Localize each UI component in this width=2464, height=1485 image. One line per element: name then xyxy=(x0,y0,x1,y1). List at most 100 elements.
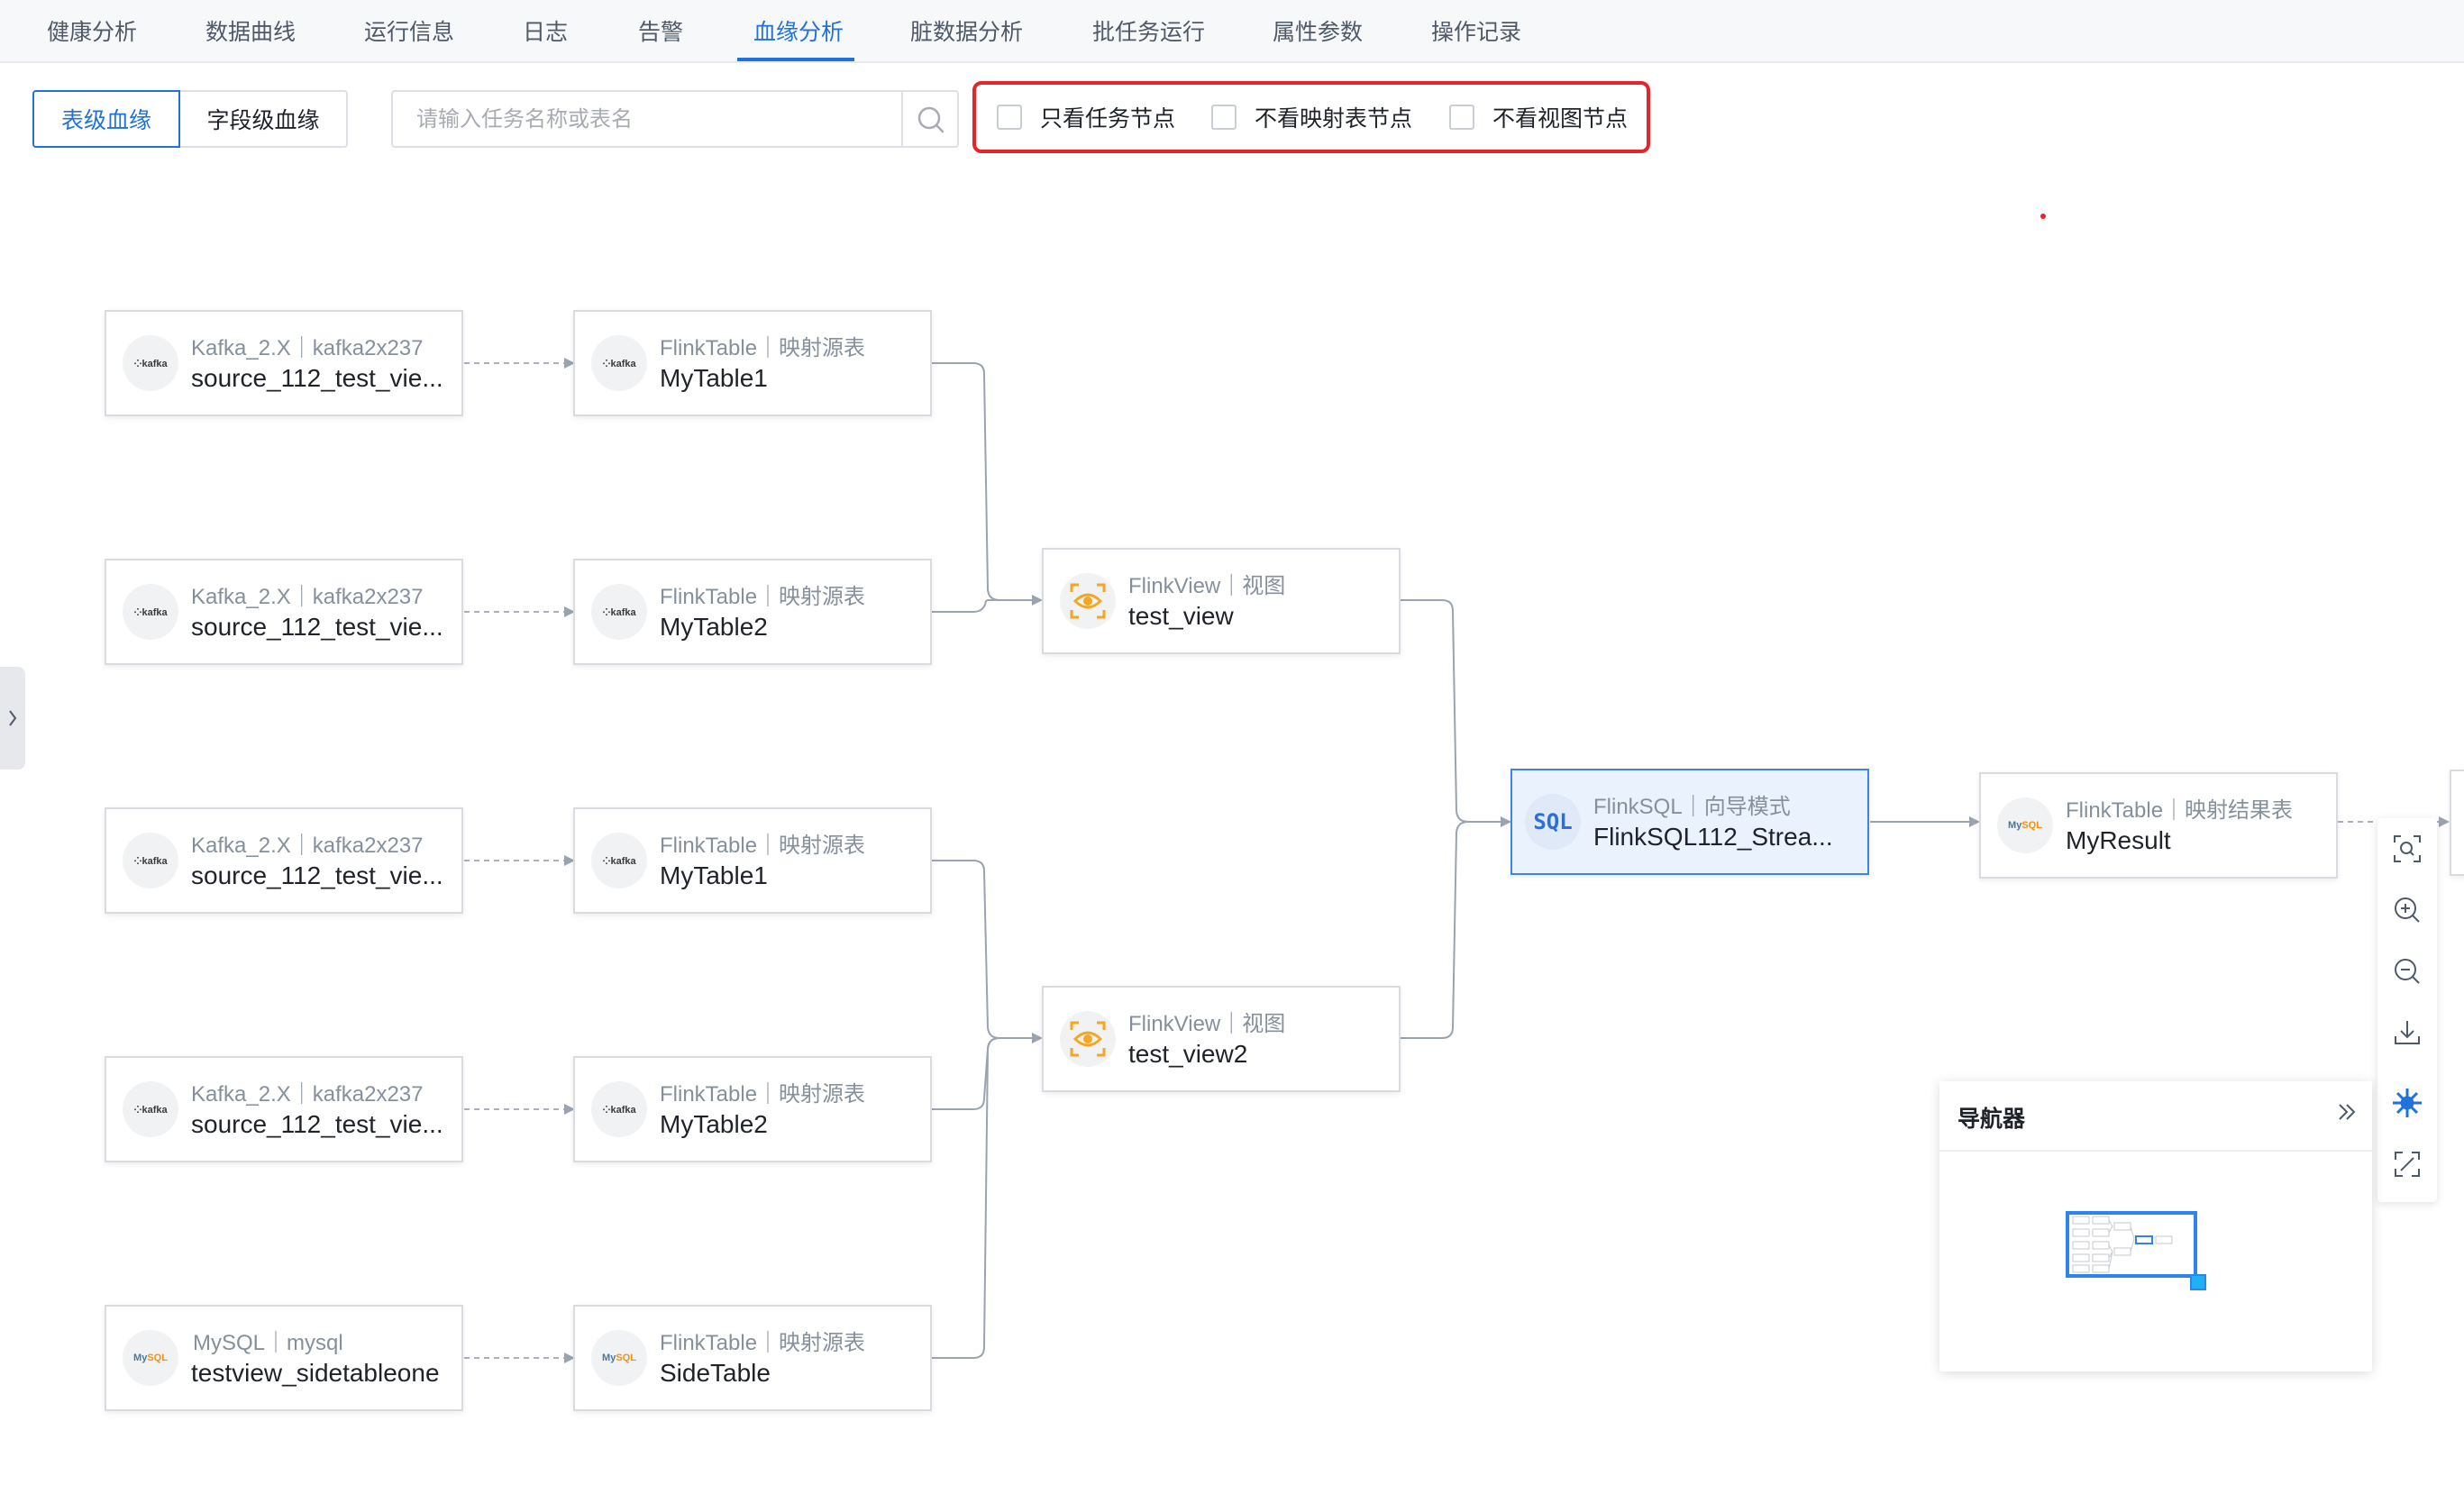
lineage-node-mapping-table[interactable]: ⁘kafka FlinkTable｜映射源表 MyTable2 xyxy=(573,1056,932,1162)
hide-view-nodes-checkbox[interactable]: 不看视图节点 xyxy=(1449,103,1638,135)
kafka-icon: ⁘kafka xyxy=(591,833,647,888)
tab-runtime-info[interactable]: 运行信息 xyxy=(364,20,455,45)
search-button[interactable] xyxy=(901,92,957,146)
fullscreen-button[interactable] xyxy=(2389,1146,2425,1182)
checkbox-label: 不看视图节点 xyxy=(1492,106,1629,132)
node-name: testview_sidetableone xyxy=(191,1359,440,1387)
tab-dirty-data-analysis[interactable]: 脏数据分析 xyxy=(910,20,1024,45)
node-subtitle: Kafka_2.X｜kafka2x237 xyxy=(191,336,424,360)
navigator-title: 导航器 xyxy=(1958,1107,2026,1132)
search-input[interactable] xyxy=(415,99,905,141)
download-button[interactable] xyxy=(2389,1015,2425,1051)
tab-data-curve[interactable]: 数据曲线 xyxy=(205,20,297,45)
lineage-node-source[interactable]: ⁘kafka Kafka_2.X｜kafka2x237 source_112_t… xyxy=(105,1056,463,1162)
node-name: source_112_test_vie... xyxy=(191,613,443,641)
sidebar-expand-handle[interactable] xyxy=(0,667,25,770)
focus-button[interactable] xyxy=(2389,831,2425,867)
node-subtitle: Kafka_2.X｜kafka2x237 xyxy=(191,834,424,858)
kafka-icon: ⁘kafka xyxy=(123,833,178,888)
lineage-node-source[interactable]: ⁘kafka Kafka_2.X｜kafka2x237 source_112_t… xyxy=(105,807,463,914)
download-icon xyxy=(2395,1021,2420,1044)
graph-toolbar xyxy=(2377,818,2437,1202)
checkbox-box[interactable] xyxy=(997,105,1022,130)
mysql-icon: MySQL xyxy=(1997,797,2053,853)
kafka-icon: ⁘kafka xyxy=(591,335,647,391)
tab-operation-records[interactable]: 操作记录 xyxy=(1431,20,1522,45)
cursor-dot xyxy=(2040,214,2046,219)
lineage-node-mapping-table[interactable]: ⁘kafka FlinkTable｜映射源表 MyTable1 xyxy=(573,807,932,914)
checkbox-box[interactable] xyxy=(1449,105,1474,130)
lineage-node-mapping-table[interactable]: ⁘kafka FlinkTable｜映射源表 MyTable2 xyxy=(573,559,932,665)
node-subtitle: FlinkTable｜映射源表 xyxy=(660,1331,866,1355)
edge xyxy=(932,1037,1000,1110)
tab-health-analysis[interactable]: 健康分析 xyxy=(47,20,138,45)
navigator-divider xyxy=(1939,1150,2372,1152)
chevron-right-icon xyxy=(9,710,17,726)
node-subtitle: FlinkTable｜映射源表 xyxy=(660,336,866,360)
node-name: SideTable xyxy=(660,1359,771,1387)
table-level-lineage-button[interactable]: 表级血缘 xyxy=(32,90,180,148)
lineage-node-source[interactable]: ⁘kafka Kafka_2.X｜kafka2x237 source_112_t… xyxy=(105,310,463,416)
search-icon xyxy=(917,106,945,133)
mysql-icon: MySQL xyxy=(123,1330,178,1386)
node-name: MyTable1 xyxy=(660,861,768,889)
hide-mapping-table-nodes-checkbox[interactable]: 不看映射表节点 xyxy=(1211,103,1428,135)
edge xyxy=(1401,599,1511,827)
lineage-node-view[interactable]: FlinkView｜视图 test_view xyxy=(1042,548,1401,654)
navigator-viewport[interactable] xyxy=(2066,1211,2197,1278)
node-subtitle: FlinkView｜视图 xyxy=(1128,1012,1286,1036)
lineage-node-mapping-table[interactable]: ⁘kafka FlinkTable｜映射源表 MyTable1 xyxy=(573,310,932,416)
tab-property-params[interactable]: 属性参数 xyxy=(1273,20,1364,45)
mysql-icon: MySQL xyxy=(591,1330,647,1386)
node-name: FlinkSQL112_Strea... xyxy=(1593,823,1833,851)
node-subtitle: FlinkTable｜映射源表 xyxy=(660,585,866,609)
edge xyxy=(932,860,1043,1043)
node-subtitle: FlinkSQL｜向导模式 xyxy=(1593,795,1791,819)
zoom-out-button[interactable] xyxy=(2389,953,2425,989)
lineage-node-mapping-table[interactable]: MySQL FlinkTable｜映射源表 SideTable xyxy=(573,1305,932,1411)
tab-log[interactable]: 日志 xyxy=(523,20,569,45)
checkbox-label: 只看任务节点 xyxy=(1040,106,1176,132)
only-task-nodes-checkbox[interactable]: 只看任务节点 xyxy=(997,103,1177,135)
lineage-node-sql-task[interactable]: SQL FlinkSQL｜向导模式 FlinkSQL112_Strea... xyxy=(1510,769,1869,875)
checkbox-box[interactable] xyxy=(1211,105,1237,130)
field-level-lineage-button[interactable]: 字段级血缘 xyxy=(178,90,348,148)
kafka-icon: ⁘kafka xyxy=(123,1081,178,1137)
node-name: test_view2 xyxy=(1128,1040,1248,1068)
tab-alert[interactable]: 告警 xyxy=(638,20,684,45)
navigator-panel: 导航器 xyxy=(1939,1081,2372,1371)
kafka-icon: ⁘kafka xyxy=(123,335,178,391)
navigator-collapse-button[interactable] xyxy=(2329,1094,2365,1130)
tab-bar: 健康分析 数据曲线 运行信息 日志 告警 血缘分析 脏数据分析 批任务运行 属性… xyxy=(0,0,2464,63)
fullscreen-icon xyxy=(2395,1152,2420,1177)
double-chevron-right-icon xyxy=(2339,1104,2356,1120)
lineage-node-result-table[interactable]: MySQL FlinkTable｜映射结果表 MyResult xyxy=(1979,772,2338,879)
layout-icon xyxy=(2393,1089,2422,1117)
view-icon xyxy=(1060,1011,1116,1067)
lineage-node-offscreen[interactable] xyxy=(2450,770,2464,876)
node-name: MyTable1 xyxy=(660,364,768,392)
node-name: source_112_test_vie... xyxy=(191,364,443,392)
zoom-in-button[interactable] xyxy=(2389,892,2425,928)
lineage-node-source[interactable]: ⁘kafka Kafka_2.X｜kafka2x237 source_112_t… xyxy=(105,559,463,665)
focus-icon xyxy=(2394,835,2421,862)
node-subtitle: FlinkTable｜映射源表 xyxy=(660,834,866,858)
node-subtitle: FlinkTable｜映射源表 xyxy=(660,1082,866,1107)
lineage-node-source[interactable]: MySQL MySQL｜mysql testview_sidetableone xyxy=(105,1305,463,1411)
layout-button[interactable] xyxy=(2389,1085,2425,1121)
checkbox-label: 不看映射表节点 xyxy=(1255,106,1413,132)
edge xyxy=(1401,821,1469,1039)
tab-batch-task-run[interactable]: 批任务运行 xyxy=(1092,20,1206,45)
navigator-minimap xyxy=(2072,1216,2173,1273)
node-name: MyResult xyxy=(2066,826,2171,854)
zoom-in-icon xyxy=(2395,897,2420,923)
node-name: MyTable2 xyxy=(660,1110,768,1138)
node-subtitle: FlinkView｜视图 xyxy=(1128,574,1286,598)
node-subtitle: FlinkTable｜映射结果表 xyxy=(2066,798,2294,823)
lineage-node-view[interactable]: FlinkView｜视图 test_view2 xyxy=(1042,986,1401,1092)
navigator-resize-handle[interactable] xyxy=(2190,1274,2206,1290)
node-name: test_view xyxy=(1128,602,1234,630)
view-icon xyxy=(1060,573,1116,629)
edge xyxy=(932,1037,1000,1359)
tab-lineage-analysis[interactable]: 血缘分析 xyxy=(753,20,844,45)
